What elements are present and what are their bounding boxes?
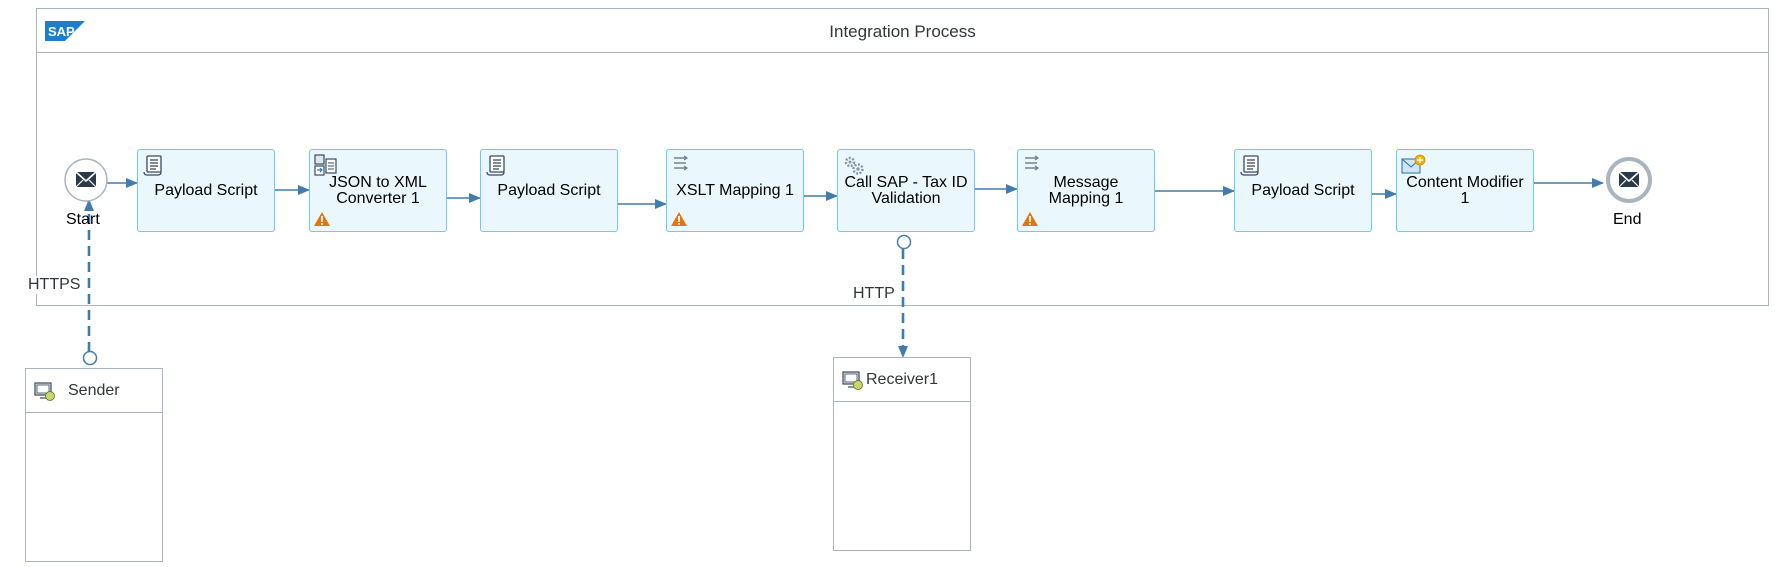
participant-header: Receiver1 bbox=[834, 358, 970, 402]
end-event[interactable] bbox=[1606, 157, 1652, 203]
participant-name: Receiver1 bbox=[866, 371, 939, 388]
script-icon bbox=[143, 155, 162, 176]
step-label: Payload Script bbox=[154, 181, 258, 199]
step-xslt-mapping[interactable]: XSLT Mapping 1 bbox=[666, 149, 804, 232]
step-label: Payload Script bbox=[497, 181, 601, 199]
warning-icon[interactable] bbox=[670, 211, 688, 227]
participant-name: Sender bbox=[68, 382, 120, 399]
end-event-label: End bbox=[1613, 211, 1642, 228]
script-icon bbox=[486, 155, 505, 176]
step-payload-script-3[interactable]: Payload Script bbox=[1234, 149, 1372, 232]
sap-logo-icon: SAP bbox=[45, 21, 85, 41]
sender-channel-label[interactable]: HTTPS bbox=[27, 276, 82, 294]
pool-title: Integration Process bbox=[829, 22, 976, 41]
mapping-icon bbox=[1025, 155, 1040, 171]
step-label: JSON to XML Converter 1 bbox=[329, 173, 427, 207]
warning-icon[interactable] bbox=[313, 211, 331, 227]
receiver-participant[interactable]: Receiver1 bbox=[833, 357, 971, 551]
step-content-modifier[interactable]: Content Modifier 1 bbox=[1396, 149, 1534, 232]
sender-flow-origin bbox=[82, 350, 98, 366]
participant-system-icon bbox=[34, 382, 55, 401]
step-payload-script-2[interactable]: Payload Script bbox=[480, 149, 618, 232]
script-icon bbox=[1240, 155, 1259, 176]
pool-header: SAP Integration Process bbox=[37, 9, 1768, 53]
step-label: Message Mapping 1 bbox=[1048, 173, 1124, 207]
step-label: XSLT Mapping 1 bbox=[676, 181, 794, 199]
step-call-sap-tax-id-validation[interactable]: Call SAP - Tax ID Validation bbox=[837, 149, 975, 232]
participant-system-icon bbox=[842, 371, 863, 390]
step-label: Payload Script bbox=[1251, 181, 1355, 199]
svg-text:SAP: SAP bbox=[48, 24, 75, 39]
step-message-mapping[interactable]: Message Mapping 1 bbox=[1017, 149, 1155, 232]
converter-icon bbox=[314, 154, 337, 176]
step-label: Call SAP - Tax ID Validation bbox=[844, 173, 968, 207]
warning-icon[interactable] bbox=[1021, 211, 1039, 227]
step-json-to-xml-converter[interactable]: JSON to XML Converter 1 bbox=[309, 149, 447, 232]
participant-header: Sender bbox=[26, 369, 162, 413]
gear-icon bbox=[844, 156, 864, 175]
receiver-flow-origin bbox=[896, 234, 912, 250]
step-payload-script-1[interactable]: Payload Script bbox=[137, 149, 275, 232]
mapping-icon bbox=[674, 155, 689, 171]
start-event[interactable] bbox=[64, 158, 108, 202]
step-label: Content Modifier 1 bbox=[1406, 173, 1524, 207]
receiver-channel-label[interactable]: HTTP bbox=[852, 285, 896, 303]
start-event-label: Start bbox=[66, 211, 100, 228]
content-modifier-icon bbox=[1401, 154, 1426, 174]
sender-participant[interactable]: Sender bbox=[25, 368, 163, 562]
